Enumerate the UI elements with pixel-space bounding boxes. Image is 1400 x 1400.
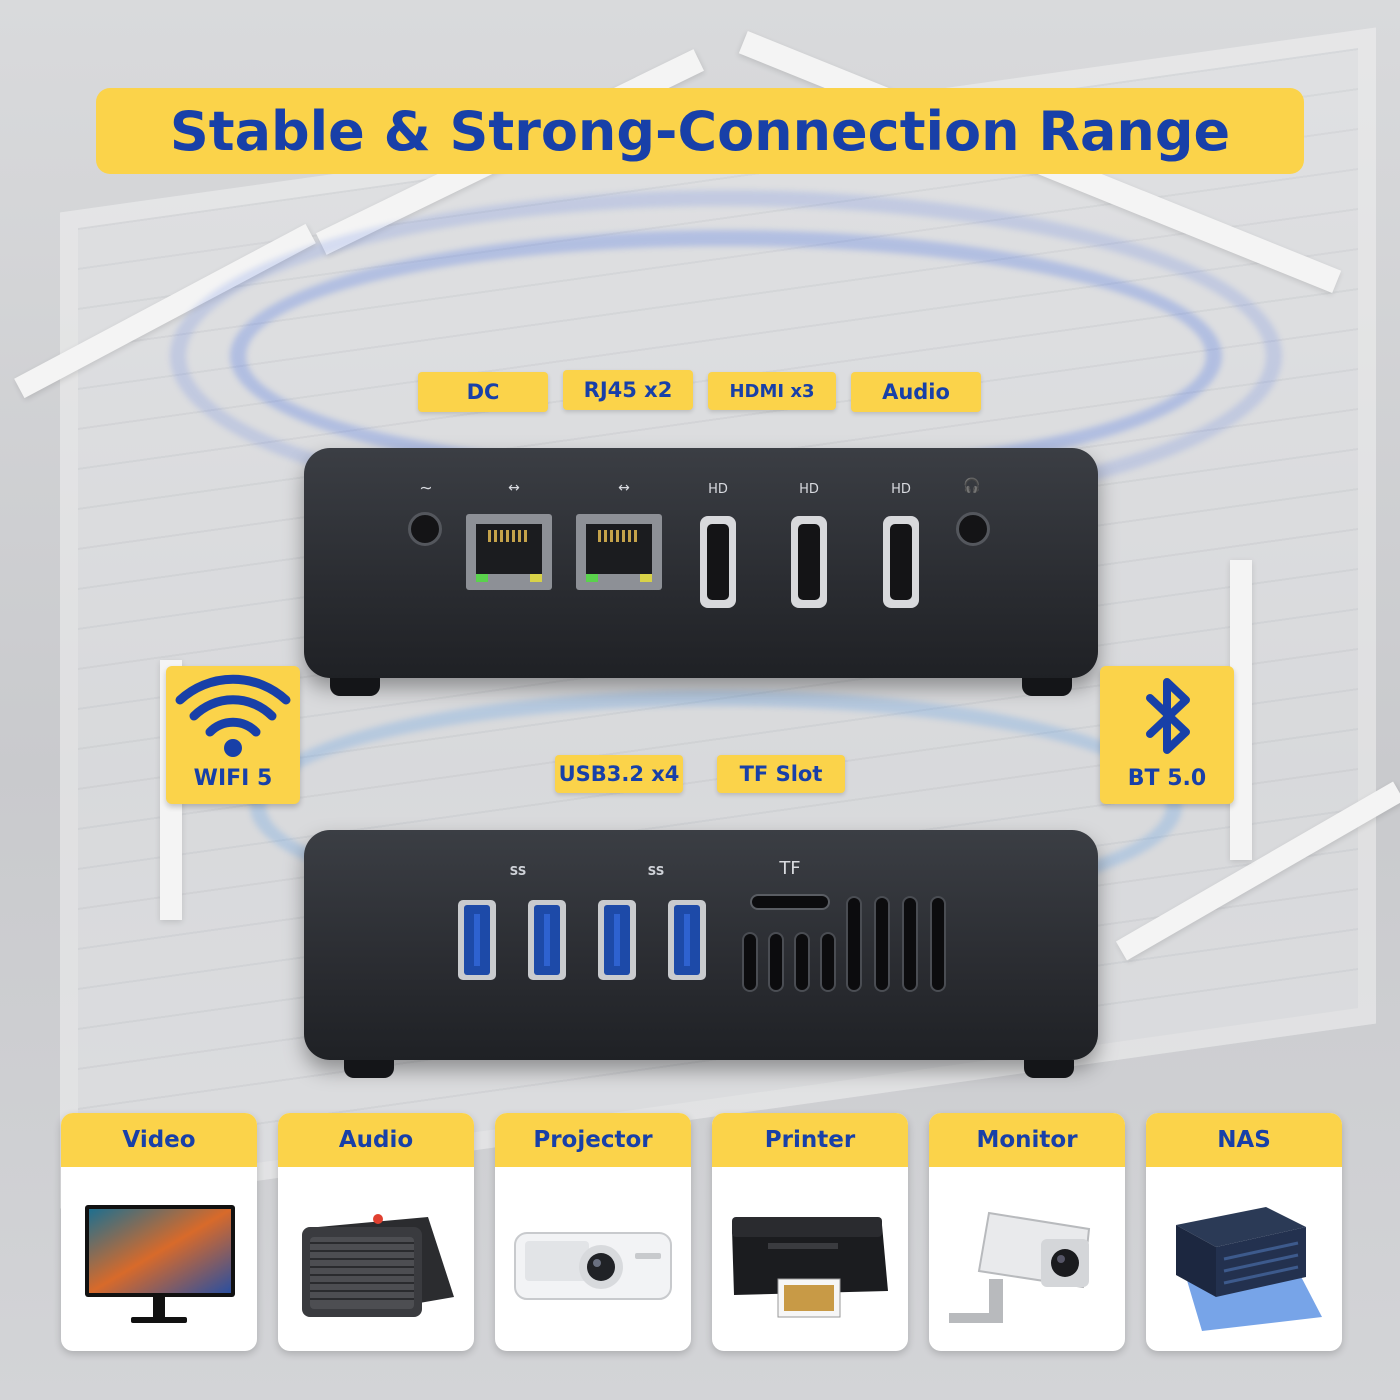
vent-slot [932,898,944,990]
audio-jack [956,512,990,546]
device-card-nas: NAS [1146,1113,1342,1351]
vent-slot [876,898,888,990]
vent-slot [904,898,916,990]
device-label: NAS [1146,1113,1342,1167]
tag-audio: Audio [851,372,981,412]
ethernet-symbol-icon: ↔ [618,480,630,496]
ethernet-symbol-icon: ↔ [508,480,520,496]
tag-tf-slot: TF Slot [717,755,845,793]
device-label: Monitor [929,1113,1125,1167]
device-label: Projector [495,1113,691,1167]
device-label: Video [61,1113,257,1167]
mini-pc-front-panel: SS SS TF [304,830,1098,1078]
bluetooth-label: BT 5.0 [1127,766,1207,791]
hdmi-port-3 [883,516,919,608]
usb-port-2 [528,900,566,980]
usb-ss-label: SS [509,864,527,878]
tf-card-slot [752,896,828,908]
device-label: Printer [712,1113,908,1167]
tag-usb: USB3.2 x4 [555,755,683,793]
rj45-port-1 [466,514,552,590]
page-title: Stable & Strong-Connection Range [169,99,1231,163]
speaker-icon [302,1214,454,1317]
usb-port-3 [598,900,636,980]
device-label: Audio [278,1113,474,1167]
rubber-foot [1024,1060,1074,1078]
vent-slot [848,898,860,990]
device-card-monitor: Monitor [929,1113,1125,1351]
rubber-foot [344,1060,394,1078]
bluetooth-card: BT 5.0 [1100,666,1234,804]
mini-pc-rear-panel: ∼ ↔ ↔ HD HD HD 🎧 [304,448,1098,696]
device-card-projector: Projector [495,1113,691,1351]
device-card-video: Video [61,1113,257,1351]
dc-power-jack [408,512,442,546]
nas-icon [1176,1207,1322,1331]
tag-hdmi: HDMI x3 [708,372,836,410]
wifi-card: WIFI 5 [166,666,300,804]
wall [1230,560,1252,860]
hdmi-label: HD [891,482,911,497]
rubber-foot [330,678,380,696]
device-card-printer: Printer [712,1113,908,1351]
monitor-video-icon [85,1205,235,1323]
usb-ss-label: SS [647,864,665,878]
usb-port-1 [458,900,496,980]
wifi-label: WIFI 5 [193,766,273,791]
dc-symbol-icon: ∼ [419,478,433,497]
tag-dc: DC [418,372,548,412]
bluetooth-icon [1146,678,1190,754]
vent-slot [744,934,756,990]
vent-slot [822,934,834,990]
hdmi-port-2 [791,516,827,608]
usb-port-4 [668,900,706,980]
vent-slot [796,934,808,990]
tag-rj45: RJ45 x2 [563,370,693,410]
wifi-icon [175,674,291,757]
rubber-foot [1022,678,1072,696]
projector-icon [514,1232,672,1300]
security-camera-icon [949,1211,1091,1323]
hdmi-label: HD [799,482,819,497]
vent-slot [770,934,782,990]
printer-icon [732,1217,888,1318]
headphone-icon: 🎧 [963,478,981,494]
tf-label: TF [779,858,801,879]
device-card-audio: Audio [278,1113,474,1351]
hdmi-label: HD [708,482,728,497]
hdmi-port-1 [700,516,736,608]
title-banner: Stable & Strong-Connection Range [96,88,1304,174]
rj45-port-2 [576,514,662,590]
